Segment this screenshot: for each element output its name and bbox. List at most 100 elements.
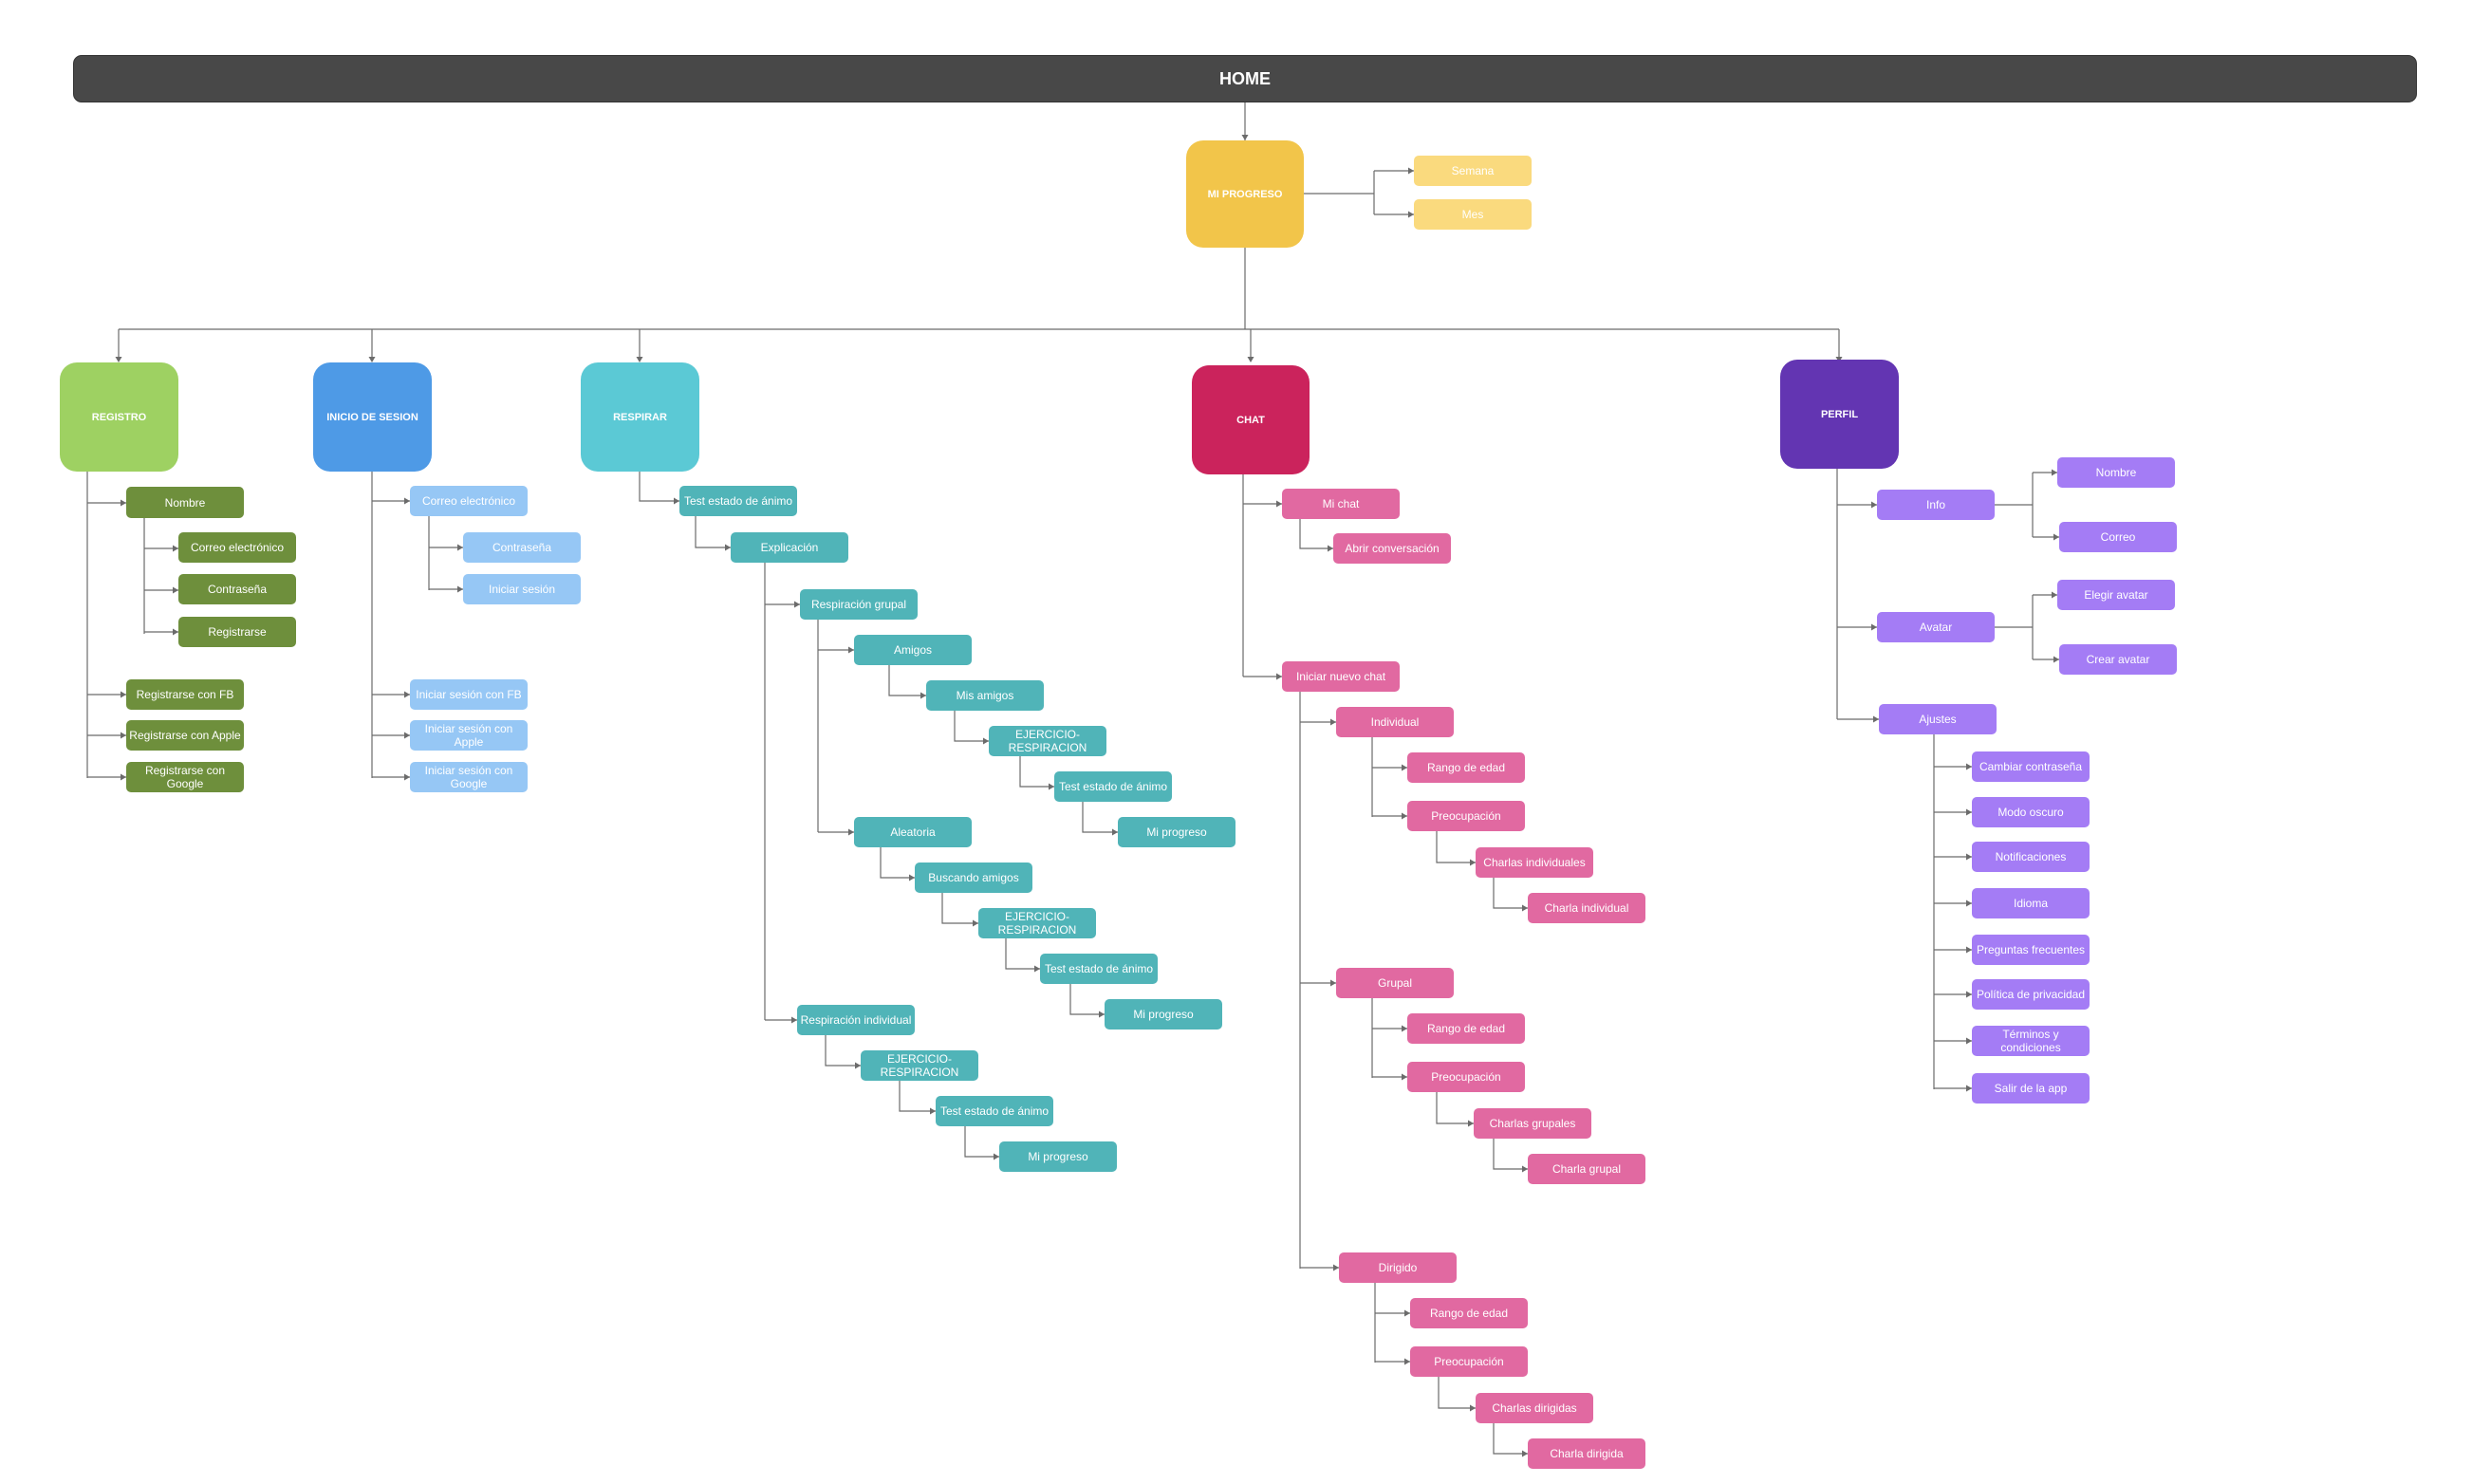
connector-line [1438, 1377, 1476, 1409]
connector-arrowhead [121, 732, 126, 739]
connector-arrowhead [1408, 211, 1414, 218]
node-chat-dir-rango: Rango de edad [1410, 1298, 1528, 1328]
node-chat-dir-preocupacion: Preocupación [1410, 1346, 1528, 1377]
connector-arrowhead [1966, 763, 1972, 770]
node-per-ajustes: Ajustes [1879, 704, 1997, 734]
node-per-nombre: Nombre [2057, 457, 2175, 488]
connector-line [1493, 1139, 1528, 1170]
node-reg-fb: Registrarse con FB [126, 679, 244, 710]
connector-line [1493, 878, 1528, 909]
node-per-notif: Notificaciones [1972, 842, 2090, 872]
node-reg-nombre: Nombre [126, 487, 244, 518]
node-per-crear: Crear avatar [2059, 644, 2177, 675]
connector-arrowhead [1333, 1264, 1339, 1271]
connector-arrowhead [1276, 500, 1282, 508]
node-reg-contrasena: Contraseña [178, 574, 296, 604]
node-res-buscando: Buscando amigos [915, 863, 1032, 893]
connector-arrowhead [794, 601, 800, 608]
node-registro: REGISTRO [60, 362, 178, 472]
connector-arrowhead [1522, 1165, 1528, 1173]
connector-arrowhead [848, 646, 854, 654]
connector-arrowhead [1966, 1085, 1972, 1092]
node-chat-dirigido: Dirigido [1339, 1252, 1457, 1283]
node-per-salir: Salir de la app [1972, 1073, 2090, 1104]
node-per-preguntas: Preguntas frecuentes [1972, 935, 2090, 965]
connector-arrowhead [1966, 900, 1972, 907]
connector-arrowhead [404, 773, 410, 781]
connector-arrowhead [404, 691, 410, 698]
connector-line [639, 472, 679, 502]
connector-arrowhead [1470, 1404, 1476, 1412]
connector-arrowhead [1408, 167, 1414, 175]
node-per-elegir: Elegir avatar [2057, 580, 2175, 610]
connector-arrowhead [1404, 1358, 1410, 1365]
connector-arrowhead [404, 732, 410, 739]
connector-arrowhead [121, 691, 126, 698]
node-res-test-1: Test estado de ánimo [1054, 771, 1172, 802]
connector-line [954, 711, 989, 742]
node-perfil: PERFIL [1780, 360, 1899, 469]
connector-arrowhead [920, 692, 926, 699]
connector-arrowhead [1966, 991, 1972, 998]
node-per-terminos: Términos y condiciones [1972, 1026, 2090, 1056]
connector-line [825, 1035, 861, 1067]
node-chat-dir-charlas: Charlas dirigidas [1476, 1393, 1593, 1423]
connector-arrowhead [457, 585, 463, 593]
node-chat-ind-preocupacion: Preocupación [1407, 801, 1525, 831]
node-mes: Mes [1414, 199, 1532, 230]
node-chat-gru-rango: Rango de edad [1407, 1013, 1525, 1044]
connector-arrowhead [1049, 783, 1054, 790]
connector-arrowhead [1522, 1450, 1528, 1457]
node-res-mis-amigos: Mis amigos [926, 680, 1044, 711]
connector-line [1019, 756, 1054, 788]
connector-line [1069, 984, 1105, 1015]
connector-arrowhead [909, 874, 915, 881]
node-ini-fb: Iniciar sesión con FB [410, 679, 528, 710]
connector-arrowhead [1468, 1120, 1474, 1127]
connector-arrowhead [1966, 1037, 1972, 1045]
connector-arrowhead [725, 544, 731, 551]
connector-arrowhead [1966, 808, 1972, 816]
connector-arrowhead [1330, 979, 1336, 987]
connector-arrowhead [173, 586, 178, 594]
connector-line [888, 665, 926, 696]
node-reg-registrarse: Registrarse [178, 617, 296, 647]
connector-line [695, 516, 731, 548]
connector-line [1436, 831, 1476, 863]
node-per-oscuro: Modo oscuro [1972, 797, 2090, 827]
connector-arrowhead [1404, 1309, 1410, 1317]
connector-arrowhead [121, 773, 126, 781]
node-res-progreso-1: Mi progreso [1118, 817, 1236, 847]
node-res-ejercicio-2: EJERCICIO-RESPIRACION [978, 908, 1096, 938]
connector-arrowhead [1522, 904, 1528, 912]
node-res-aleatoria: Aleatoria [854, 817, 972, 847]
node-chat-ind-rango: Rango de edad [1407, 752, 1525, 783]
connector-arrowhead [1402, 1073, 1407, 1081]
node-ini-apple: Iniciar sesión con Apple [410, 720, 528, 751]
node-semana: Semana [1414, 156, 1532, 186]
node-chat-abrir: Abrir conversación [1333, 533, 1451, 564]
node-ini-google: Iniciar sesión con Google [410, 762, 528, 792]
node-res-test: Test estado de ánimo [679, 486, 797, 516]
connector-arrowhead [1330, 718, 1336, 726]
node-inicio: INICIO DE SESION [313, 362, 432, 472]
connector-arrowhead [173, 628, 178, 636]
connector-arrowhead [994, 1153, 999, 1160]
node-res-ejercicio-1: EJERCICIO-RESPIRACION [989, 726, 1106, 756]
node-reg-correo: Correo electrónico [178, 532, 296, 563]
node-chat-ind-charlas: Charlas individuales [1476, 847, 1593, 878]
node-chat: CHAT [1192, 365, 1310, 474]
connector-arrowhead [1966, 853, 1972, 861]
node-per-correo: Correo [2059, 522, 2177, 552]
node-chat-grupal: Grupal [1336, 968, 1454, 998]
node-per-cambiar: Cambiar contraseña [1972, 751, 2090, 782]
connector-line [1493, 1423, 1528, 1455]
node-chat-gru-charla: Charla grupal [1528, 1154, 1645, 1184]
node-reg-apple: Registrarse con Apple [126, 720, 244, 751]
node-chat-mi-chat: Mi chat [1282, 489, 1400, 519]
connector-arrowhead [1402, 812, 1407, 820]
connector-arrowhead [1241, 135, 1249, 140]
node-chat-gru-charlas: Charlas grupales [1474, 1108, 1591, 1139]
